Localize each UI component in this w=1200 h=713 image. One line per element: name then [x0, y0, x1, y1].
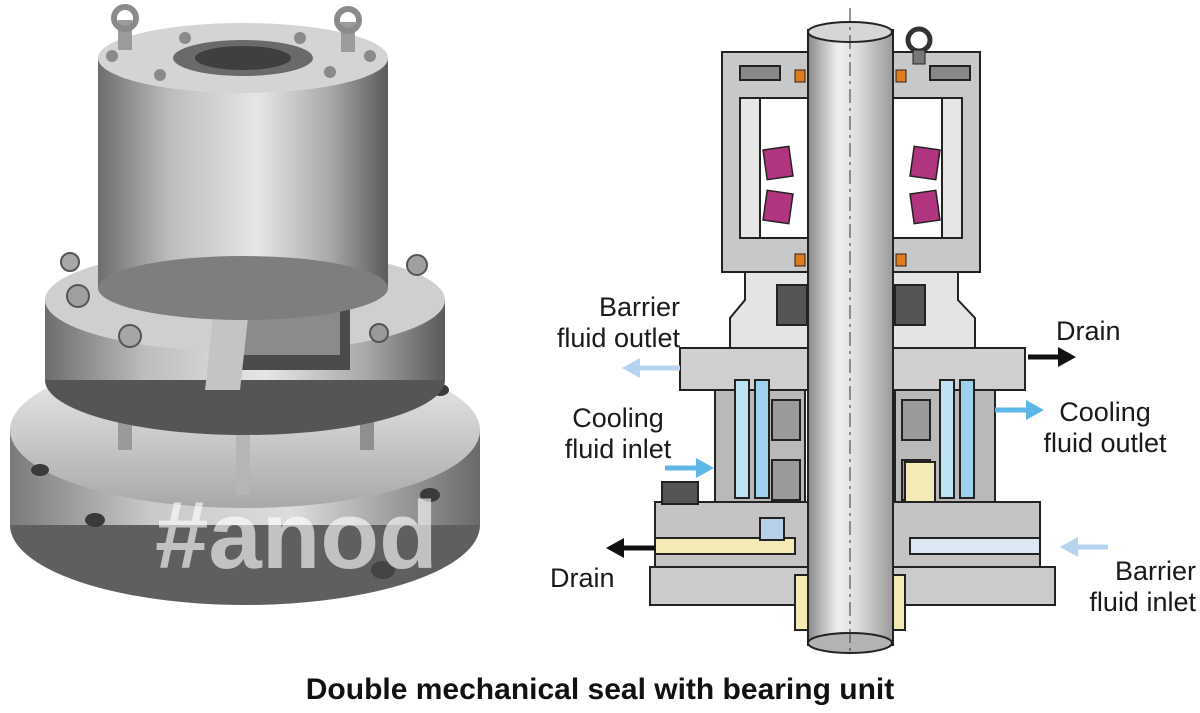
eye-bolt	[905, 26, 933, 65]
flow-arrows	[606, 347, 1108, 558]
label-line: fluid inlet	[1089, 587, 1196, 617]
label-line: Barrier	[1114, 556, 1196, 586]
orings-top	[794, 69, 907, 267]
label-drain-left: Drain	[550, 563, 615, 593]
barrier-inlet-arrow	[1060, 537, 1108, 557]
label-line: fluid outlet	[1043, 428, 1167, 458]
drain-right-arrow	[1028, 347, 1076, 367]
label-drain-right: Drain	[1056, 316, 1121, 346]
cooling-inlet-arrow	[665, 458, 714, 478]
barrier-outlet-arrow	[622, 358, 680, 378]
bearing-rollers	[762, 145, 941, 225]
label-cooling-fluid-outlet: Cooling fluid outlet	[1025, 397, 1185, 459]
label-barrier-fluid-inlet: Barrier fluid inlet	[1060, 556, 1196, 618]
drain-left-arrow	[606, 538, 655, 558]
label-line: fluid outlet	[556, 323, 680, 353]
label-barrier-fluid-outlet: Barrier fluid outlet	[500, 292, 680, 354]
label-line: Barrier	[598, 292, 680, 322]
label-line: Cooling	[1059, 397, 1151, 427]
watermark: #anod	[155, 482, 438, 589]
shaft	[807, 8, 894, 655]
label-cooling-fluid-inlet: Cooling fluid inlet	[548, 403, 688, 465]
cross-section-diagram	[606, 8, 1108, 655]
bearing-housing	[98, 4, 388, 320]
label-line: Cooling	[572, 403, 664, 433]
seal-photo: #anod	[10, 4, 480, 605]
label-line: fluid inlet	[564, 434, 672, 464]
figure-caption: Double mechanical seal with bearing unit	[305, 673, 895, 706]
cooling-outlet-arrow	[995, 400, 1044, 420]
